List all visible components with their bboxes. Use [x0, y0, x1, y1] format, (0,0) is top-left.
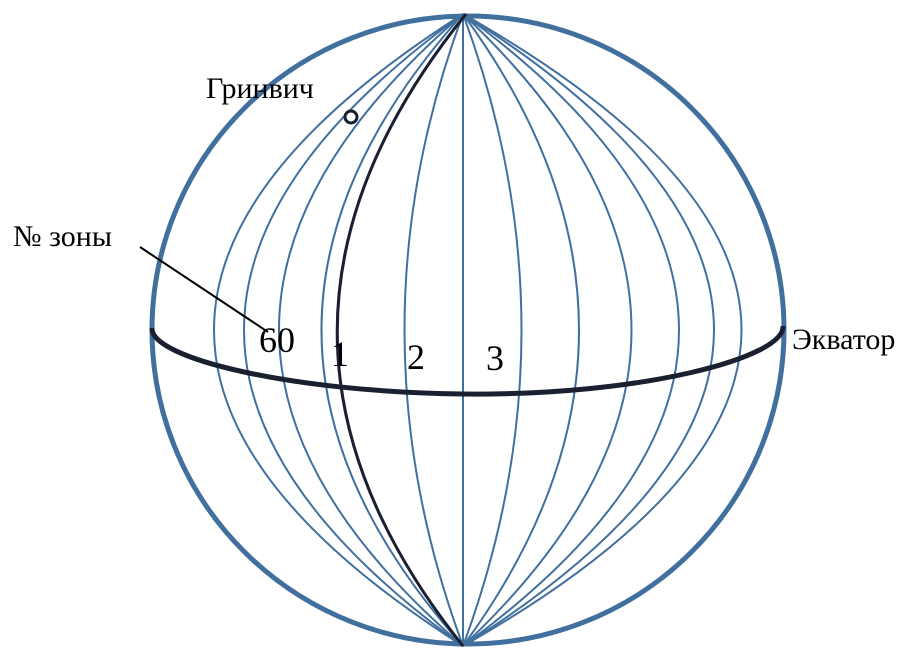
- meridian-l5: [213, 13, 464, 647]
- zone-number-leader-line: [139, 246, 269, 333]
- meridian-l2: [320, 13, 464, 647]
- equator-line: [149, 325, 786, 397]
- meridian-l4: [243, 13, 464, 647]
- meridian-r4: [462, 13, 680, 647]
- greenwich-meridian: [335, 13, 468, 647]
- zone-1-label: 1: [331, 334, 349, 374]
- meridian-r5: [462, 13, 715, 647]
- zone-2-label: 2: [407, 337, 425, 377]
- meridian-group: [213, 13, 743, 647]
- zone-number-label: № зоны: [13, 220, 112, 253]
- equator-label: Экватор: [792, 323, 895, 356]
- meridian-r6: [462, 13, 743, 647]
- meridian-l1: [403, 13, 464, 647]
- greenwich-label: Гринвич: [206, 72, 314, 105]
- meridian-l3: [278, 13, 464, 647]
- meridian-r1: [462, 13, 523, 647]
- zone-60-label: 60: [259, 320, 295, 360]
- meridian-r2: [462, 13, 580, 647]
- greenwich-marker: [343, 109, 359, 125]
- zone-3-label: 3: [486, 338, 504, 378]
- meridian-r3: [462, 13, 633, 647]
- globe-outline: [149, 13, 787, 647]
